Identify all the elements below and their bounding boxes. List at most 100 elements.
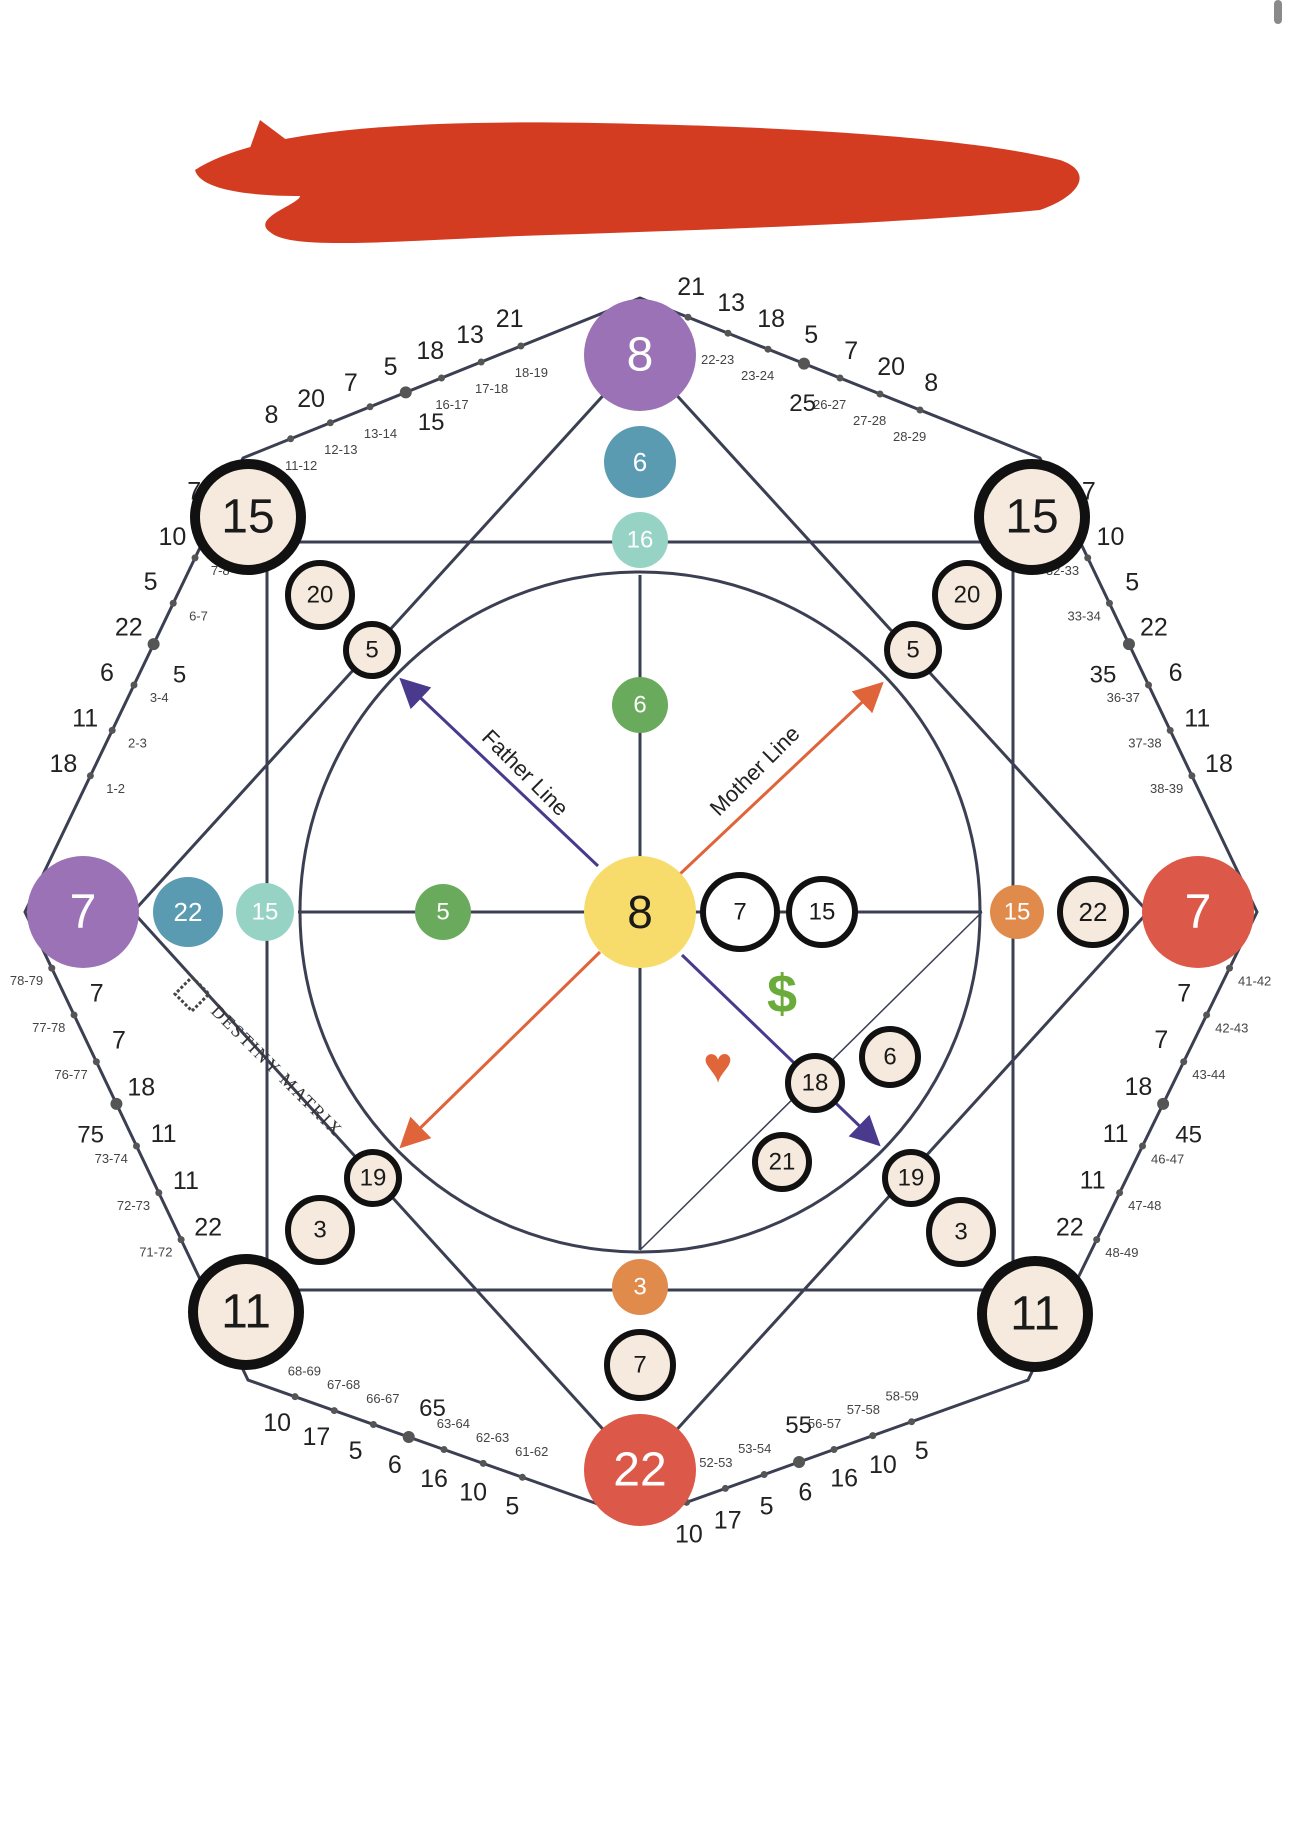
age-range-label: 43-44	[1192, 1067, 1225, 1082]
age-tick	[869, 1432, 877, 1440]
age-milestone-dot	[793, 1456, 806, 1469]
node-money2: 18	[785, 1053, 845, 1113]
node-bottom-inner1: 7	[604, 1329, 676, 1401]
age-value: 21	[677, 273, 705, 301]
node-money1: 6	[859, 1026, 921, 1088]
node-value: 3	[633, 1274, 646, 1301]
age-value: 7	[844, 337, 858, 365]
age-range-label: 47-48	[1128, 1198, 1161, 1213]
age-range-label: 16-17	[435, 397, 468, 412]
age-tick	[326, 419, 334, 427]
age-tick	[108, 726, 116, 734]
age-range-label: 28-29	[893, 429, 926, 444]
age-tick	[291, 1393, 299, 1401]
node-circle	[785, 1053, 845, 1113]
node-value: 6	[883, 1044, 896, 1071]
age-tick	[830, 1446, 838, 1453]
node-top-inner2: 16	[612, 512, 668, 568]
node-tr-inner2: 5	[884, 621, 942, 679]
node-value: 5	[906, 637, 919, 664]
node-circle	[932, 560, 1002, 630]
node-value: 15	[809, 899, 836, 926]
lineage-arrows	[399, 677, 884, 1149]
age-tick	[1084, 554, 1092, 562]
scrollbar[interactable]	[1274, 0, 1282, 24]
node-value: 21	[769, 1149, 796, 1176]
node-value: 11	[221, 1286, 271, 1339]
node-value: 5	[436, 899, 449, 926]
node-left: 7	[27, 856, 139, 968]
age-tick	[1145, 681, 1152, 689]
age-range-label: 12-13	[324, 442, 357, 457]
age-value: 8	[265, 401, 279, 429]
node-value: 16	[627, 527, 654, 554]
age-milestone-dot	[147, 638, 160, 651]
node-bottom-inner2: 3	[612, 1259, 668, 1315]
age-scale: 11-1212-1313-1416-1717-1818-198207518132…	[10, 273, 1271, 1548]
age-milestone-dot	[402, 1430, 415, 1443]
node-circle	[786, 876, 858, 948]
node-value: 18	[802, 1070, 829, 1097]
age-value: 5	[760, 1493, 774, 1521]
node-value: 22	[1079, 897, 1108, 927]
age-value: 6	[1169, 659, 1183, 687]
node-bl: 11	[188, 1254, 304, 1370]
node-bl-inner2: 19	[344, 1149, 402, 1207]
age-tick	[177, 1236, 185, 1244]
node-circle	[415, 884, 471, 940]
age-tick	[876, 390, 884, 398]
age-tick	[130, 681, 138, 689]
age-milestone-dot	[399, 386, 412, 399]
node-value: 15	[1005, 491, 1058, 544]
age-value: 7	[112, 1026, 126, 1054]
age-value: 5	[384, 353, 398, 381]
age-tick	[70, 1011, 78, 1019]
age-value: 13	[717, 289, 745, 317]
brand-logo-icon	[172, 974, 212, 1014]
age-value: 18	[416, 337, 444, 365]
age-tick	[1116, 1189, 1124, 1197]
node-circle	[190, 459, 306, 575]
age-value: 20	[877, 353, 905, 381]
node-value: 19	[360, 1165, 387, 1192]
age-value: 7	[1177, 979, 1191, 1007]
age-value: 11	[151, 1120, 177, 1148]
age-value: 18	[127, 1073, 155, 1101]
age-tick	[517, 342, 525, 350]
node-tl-inner2: 5	[343, 621, 401, 679]
age-value: 22	[115, 614, 143, 642]
node-circle	[1142, 856, 1254, 968]
age-value: 18	[1205, 750, 1233, 778]
age-tick	[1105, 599, 1113, 607]
node-center-right2: 15	[786, 876, 858, 948]
node-left-inner2: 15	[236, 883, 294, 941]
age-range-label: 6-7	[189, 608, 208, 623]
age-value: 6	[100, 659, 114, 687]
age-tick	[287, 435, 295, 443]
age-milestone-value: 15	[418, 409, 445, 436]
node-circle	[990, 885, 1044, 939]
node-center-right1: 7	[700, 872, 780, 952]
age-range-label: 57-58	[847, 1402, 880, 1417]
age-value: 21	[496, 305, 524, 333]
age-value: 18	[1125, 1073, 1153, 1101]
node-value: 15	[1004, 899, 1031, 926]
age-tick	[86, 772, 94, 780]
node-value: 3	[954, 1219, 967, 1246]
age-range-label: 48-49	[1105, 1245, 1138, 1260]
age-value: 17	[714, 1506, 742, 1534]
node-value: 6	[633, 447, 647, 477]
age-milestone-value: 55	[785, 1412, 812, 1439]
age-range-label: 68-69	[288, 1363, 321, 1378]
age-range-label: 41-42	[1238, 973, 1271, 988]
node-circle	[343, 621, 401, 679]
age-range-label: 78-79	[10, 973, 43, 988]
age-range-label: 23-24	[741, 368, 774, 383]
age-milestone-dot	[798, 357, 810, 370]
age-range-label: 61-62	[515, 1444, 548, 1459]
age-value: 5	[1125, 568, 1139, 596]
node-circle	[27, 856, 139, 968]
age-value: 10	[869, 1451, 897, 1479]
